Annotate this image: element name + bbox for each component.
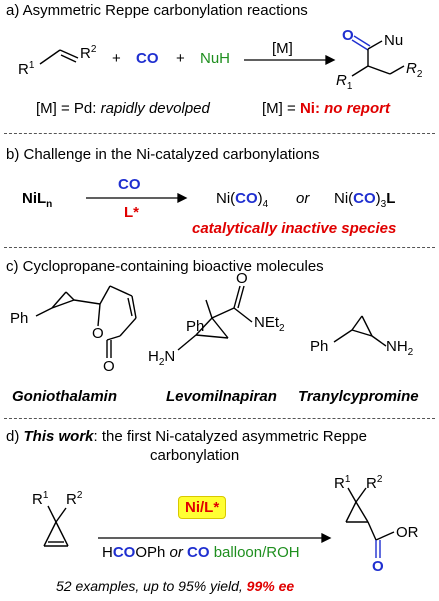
section-c-header: c) Cyclopropane-containing bioactive mol… <box>6 258 324 275</box>
amine-nh2: NH2 <box>386 338 414 358</box>
catalyst-label-a: [M] <box>272 40 293 57</box>
section-b-header: b) Challenge in the Ni-catalyzed carbony… <box>6 146 320 163</box>
ni-co4: Ni(CO)4 <box>216 190 269 210</box>
amine-h2n: H2N <box>148 348 176 368</box>
or-text: or <box>296 190 310 207</box>
separator-1 <box>4 133 435 134</box>
plus-sign-1: + <box>112 50 121 67</box>
reaction-arrow-d <box>98 532 332 544</box>
carbonyl-oxygen: O <box>342 27 354 44</box>
section-a-header: a) Asymmetric Reppe carbonylation reacti… <box>6 2 308 19</box>
co-condition: CO <box>118 176 141 193</box>
results-summary: 52 examples, up to 95% yield, 99% ee <box>56 578 295 594</box>
ester-or: OR <box>396 524 419 541</box>
section-d-header-line2: carbonylation <box>150 447 240 464</box>
inactive-species-note: catalytically inactive species <box>192 220 397 237</box>
ester-carbonyl-oxygen: O <box>372 558 384 575</box>
chiral-ligand: L* <box>124 204 139 221</box>
goniothalamin-structure <box>35 285 137 358</box>
reaction-conditions: HCOOPh or CO balloon/ROH <box>102 544 300 561</box>
product-r2: R2 <box>406 60 423 80</box>
alkene-r1: R1 <box>18 60 35 78</box>
ph-tranylcypromine: Ph <box>310 338 329 355</box>
nuh-reagent: NuH <box>200 50 231 67</box>
amide-oxygen: O <box>236 270 248 287</box>
separator-2 <box>4 247 435 248</box>
co-reagent: CO <box>136 50 159 67</box>
cyclopropene-r1: R1 <box>32 490 49 508</box>
cyclopropene-r2: R2 <box>66 490 83 508</box>
branched-product-structure <box>351 35 405 77</box>
separator-3 <box>4 418 435 419</box>
ph-goniothalamin: Ph <box>10 310 29 327</box>
plus-sign-2: + <box>176 50 185 67</box>
name-tranylcypromine: Tranylcypromine <box>298 388 419 405</box>
reaction-arrow-b <box>86 192 188 204</box>
product-r2-d: R2 <box>366 474 383 492</box>
ph-levomilnacipran: Ph <box>186 318 205 335</box>
cyclopropane-ester-structure <box>345 487 395 558</box>
note-ni: [M] = Ni: no report <box>262 100 390 117</box>
reaction-arrow-a <box>244 54 336 66</box>
ring-oxygen: O <box>92 325 104 342</box>
amide-net2: NEt2 <box>254 314 285 334</box>
tranylcypromine-structure <box>333 315 387 347</box>
name-goniothalamin: Goniothalamin <box>12 388 117 405</box>
levomilnacipran-structure <box>177 285 253 351</box>
note-pd: [M] = Pd: rapidly devolped <box>36 100 210 117</box>
catalyst-box: Ni/L* <box>178 496 227 519</box>
ni-co3l: Ni(CO)3L <box>334 190 396 210</box>
alkene-structure <box>39 49 79 65</box>
product-nu: Nu <box>384 32 404 49</box>
section-d-header: d) This work: the first Ni-catalyzed asy… <box>6 428 367 445</box>
cyclopropene-structure <box>43 505 69 547</box>
carbonyl-oxygen-lactone: O <box>103 358 115 375</box>
alkene-r2: R2 <box>80 44 97 62</box>
nil-reactant: NiLn <box>22 190 53 210</box>
name-levomilnacipran: Levomilnapiran <box>166 388 277 405</box>
product-r1: R1 <box>336 72 353 92</box>
product-r1-d: R1 <box>334 474 351 492</box>
